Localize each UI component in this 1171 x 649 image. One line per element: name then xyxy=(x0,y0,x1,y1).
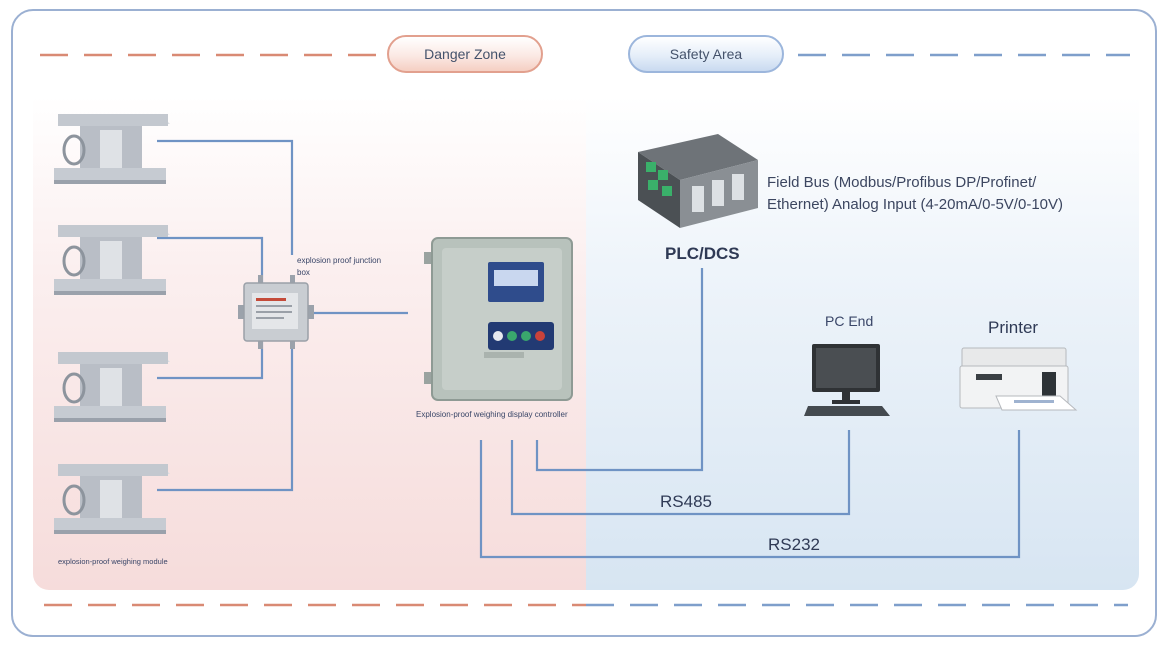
weighing-module-3 xyxy=(54,352,170,422)
safety-area-pill: Safety Area xyxy=(628,35,784,73)
wire-module-2 xyxy=(157,236,264,285)
junction-box-label: explosion proof junction box xyxy=(297,255,381,279)
junction-box-label-line2: box xyxy=(297,268,310,277)
junction-box xyxy=(238,275,314,349)
weighing-module-1 xyxy=(54,114,170,184)
weighing-module-4 xyxy=(54,464,170,534)
pc-label: PC End xyxy=(825,313,874,329)
pc-device xyxy=(804,344,890,416)
weighing-module-label: explosion-proof weighing module xyxy=(58,557,168,566)
rs232-label: RS232 xyxy=(768,535,820,554)
plc-description-line2: Ethernet) Analog Input (4-20mA/0-5V/0-10… xyxy=(767,196,1064,213)
plc-device xyxy=(638,134,758,228)
wire-module-1 xyxy=(157,139,294,255)
plc-description-line1: Field Bus (Modbus/Profibus DP/Profinet/ xyxy=(767,174,1037,191)
weighing-controller xyxy=(424,237,573,401)
plc-label: PLC/DCS xyxy=(665,244,740,263)
wire-rs485 xyxy=(510,430,851,516)
wire-module-4 xyxy=(157,345,294,492)
danger-zone-label: Danger Zone xyxy=(424,46,506,62)
diagram-frame xyxy=(11,9,1157,637)
weighing-module-2 xyxy=(54,225,170,295)
printer-label: Printer xyxy=(988,318,1039,337)
wire-module-3 xyxy=(157,340,264,380)
plc-description: Field Bus (Modbus/Profibus DP/Profinet/ … xyxy=(767,172,1063,216)
wire-plc xyxy=(535,268,704,472)
danger-zone-pill: Danger Zone xyxy=(387,35,543,73)
wire-rs232 xyxy=(479,430,1021,559)
printer-device xyxy=(959,347,1078,411)
rs485-label: RS485 xyxy=(660,492,712,511)
junction-box-label-line1: explosion proof junction xyxy=(297,256,382,265)
safety-area-label: Safety Area xyxy=(669,46,743,62)
controller-label: Explosion-proof weighing display control… xyxy=(416,410,568,419)
